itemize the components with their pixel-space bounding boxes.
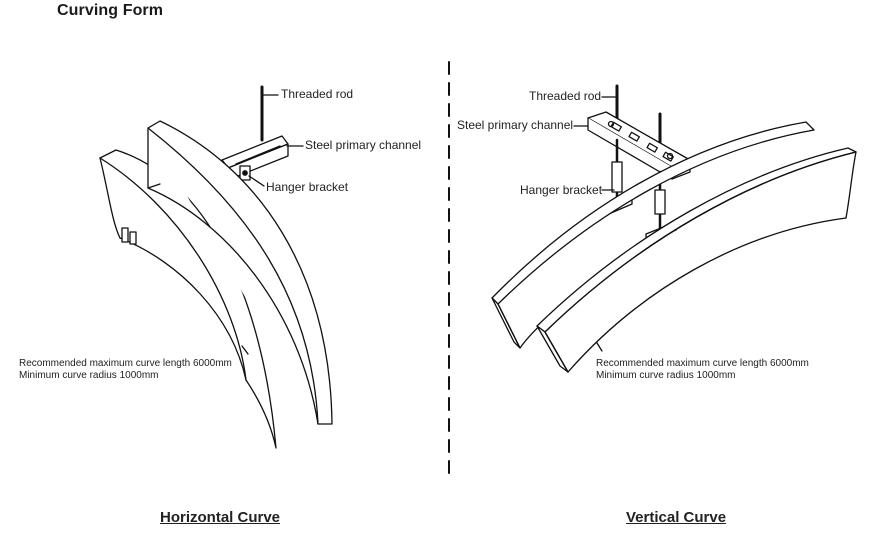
note-horizontal: Recommended maximum curve length 6000mm … (19, 358, 232, 382)
note-horizontal-length: Recommended maximum curve length 6000mm (19, 358, 232, 369)
note-horizontal-radius: Minimum curve radius 1000mm (19, 370, 159, 381)
leader-hanger-bracket-left (248, 175, 265, 187)
label-threaded-rod-left: Threaded rod (281, 87, 354, 101)
caption-vertical-curve: Vertical Curve (626, 509, 727, 526)
label-steel-channel-left: Steel primary channel (305, 138, 422, 152)
horizontal-bracket-lower (121, 227, 137, 245)
page-title: Curving Form (57, 2, 164, 19)
note-vertical: Recommended maximum curve length 6000mm … (596, 358, 809, 382)
vertical-curve-illustration (491, 84, 857, 373)
horizontal-curve-illustration (99, 85, 333, 449)
label-threaded-rod-right: Threaded rod (529, 89, 602, 103)
leader-note-left (241, 345, 249, 355)
note-vertical-radius: Minimum curve radius 1000mm (596, 370, 736, 381)
leader-note-right (596, 342, 603, 352)
caption-horizontal-curve: Horizontal Curve (160, 509, 281, 526)
label-hanger-bracket-right: Hanger bracket (520, 183, 603, 197)
label-hanger-bracket-left: Hanger bracket (266, 180, 349, 194)
hanger-bracket-left (239, 165, 251, 181)
horizontal-baffle-front (147, 120, 333, 425)
label-steel-channel-right: Steel primary channel (457, 118, 574, 132)
vertical-baffle-front (536, 147, 857, 373)
note-vertical-length: Recommended maximum curve length 6000mm (596, 358, 809, 369)
